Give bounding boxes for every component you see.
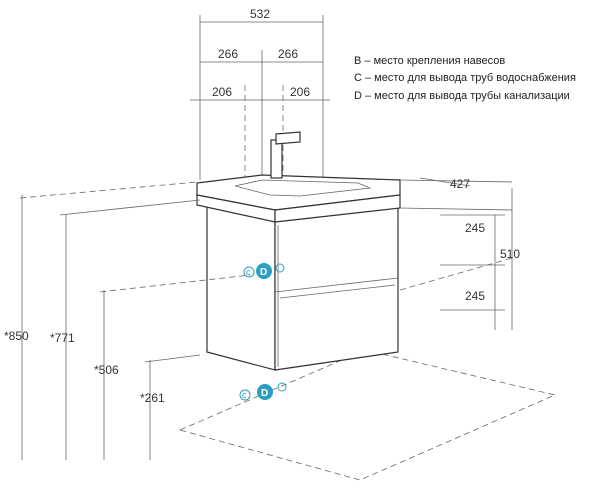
cabinet-side (206, 199, 276, 371)
marker-d-upper-icon (256, 263, 272, 279)
dim-850: *850 (4, 329, 29, 343)
width-extension-lines (199, 15, 324, 262)
faucet-body (270, 139, 283, 179)
dim-266-right: 266 (278, 47, 298, 61)
depth-dim-line (419, 177, 471, 187)
marker-c-upper-label: c (246, 267, 251, 277)
right-height-dims (440, 188, 513, 330)
dim-206-left: 206 (212, 85, 232, 99)
basin-bowl (234, 179, 372, 197)
depth-ext-top (399, 179, 513, 183)
legend-item-d: D – место для вывода трубы канализации (354, 90, 570, 102)
floor-outline (178, 349, 557, 481)
marker-b-lower-icon (277, 382, 287, 392)
marker-c-upper-icon (243, 266, 255, 278)
marker-d-lower-label: D (261, 388, 268, 399)
marker-c-lower-label: c (242, 390, 247, 400)
dim-261: *261 (140, 391, 165, 405)
legend-item-b: B – место крепления навесов (354, 55, 505, 67)
dim-532: 532 (250, 7, 270, 21)
dimension-labels: 532 266 266 206 206 427 245 245 510 *850… (4, 7, 520, 405)
legend-item-c: C – место для вывода труб водоснабжения (354, 72, 576, 84)
ext-771 (59, 199, 201, 216)
marker-d-upper-label: D (260, 267, 267, 278)
ext-506 (99, 274, 251, 293)
legend: B – место крепления навесов C – место дл… (354, 55, 576, 102)
cabinet-front (274, 207, 399, 371)
depth-dimension (399, 177, 513, 211)
dim-771: *771 (50, 331, 75, 345)
marker-c-lower-icon (239, 389, 251, 401)
marker-b-upper-icon (275, 263, 285, 273)
upper-markers: c D (243, 263, 285, 279)
marker-d-lower-icon (257, 384, 273, 400)
dim-506: *506 (94, 363, 119, 377)
left-height-dims (21, 195, 251, 460)
dim-245-lower: 245 (465, 289, 485, 303)
faucet-handle (275, 131, 301, 145)
lower-markers: c D (239, 382, 287, 401)
ext-261 (144, 354, 201, 363)
dim-266-left: 266 (218, 47, 238, 61)
dim-206-right: 206 (290, 85, 310, 99)
depth-ext-bottom (399, 207, 513, 211)
dim-510: 510 (500, 247, 520, 261)
vanity-cabinet (206, 199, 399, 371)
washbasin (196, 174, 401, 223)
drawer-split (274, 277, 399, 293)
faucet (270, 131, 301, 179)
wall-line-top (19, 181, 198, 199)
width-dimension-lines (190, 21, 330, 101)
drawer-handle-groove (279, 284, 396, 299)
dim-427: 427 (450, 177, 470, 191)
perspective-guides (19, 181, 557, 481)
dim-245-upper: 245 (465, 221, 485, 235)
